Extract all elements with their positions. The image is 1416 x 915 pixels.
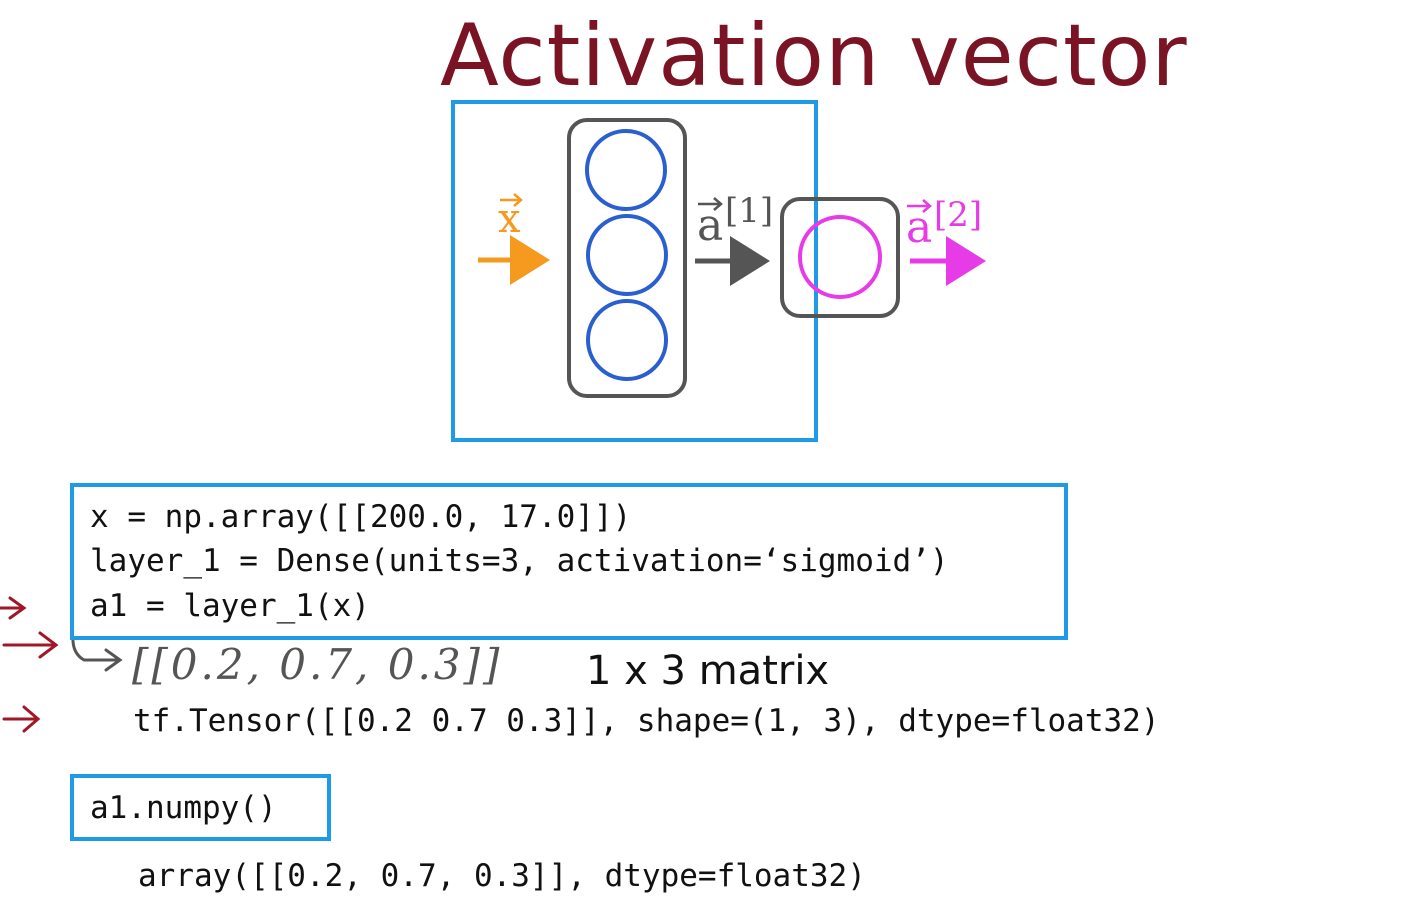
- code-block: [70, 483, 1068, 640]
- code-line-3: a1 = layer_1(x): [90, 588, 370, 624]
- layer-2-neuron: [798, 215, 882, 299]
- numpy-call-box: [70, 774, 331, 841]
- red-annotation-arrow-2-icon: [2, 631, 59, 659]
- final-output-superscript: [2]: [934, 195, 982, 235]
- final-output-vector-arrow-icon: [907, 199, 932, 213]
- layer-1-highlight-box: [451, 100, 818, 442]
- handwritten-values: [[0.2, 0.7, 0.3]]: [132, 640, 503, 689]
- layer-1-neuron-3: [586, 299, 668, 381]
- tensor-output: tf.Tensor([[0.2 0.7 0.3]], shape=(1, 3),…: [133, 703, 1160, 739]
- layer-1-neuron-1: [585, 129, 667, 211]
- slide-title: Activation vector: [440, 6, 1188, 106]
- code-line-2: layer_1 = Dense(units=3, activation=‘sig…: [90, 543, 949, 579]
- layer-1-container: [567, 118, 687, 398]
- layer-2-container: [780, 197, 900, 318]
- matrix-shape-label: 1 x 3 matrix: [586, 648, 830, 694]
- hidden-output-superscript: [1]: [725, 191, 773, 231]
- numpy-output: array([[0.2, 0.7, 0.3]], dtype=float32): [138, 858, 866, 894]
- layer-1-neuron-2: [586, 214, 668, 296]
- hidden-output-label: a: [697, 200, 723, 251]
- final-output-label: a: [906, 202, 932, 253]
- hidden-output-vector-arrow-icon: [698, 197, 723, 211]
- red-annotation-arrow-3-icon: [2, 705, 41, 733]
- red-annotation-arrow-1-icon: [0, 596, 27, 620]
- numpy-call: a1.numpy(): [90, 790, 277, 826]
- input-vector-arrow-icon: [500, 193, 523, 207]
- code-line-1: x = np.array([[200.0, 17.0]]): [90, 499, 632, 535]
- input-label: x: [498, 196, 521, 242]
